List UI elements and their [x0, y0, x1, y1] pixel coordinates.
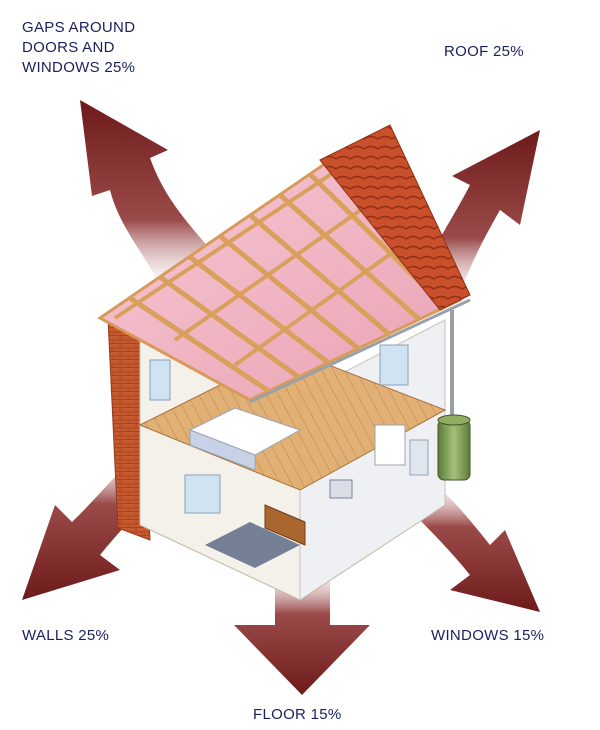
- label-gaps-line-1: GAPS AROUND: [22, 19, 136, 36]
- label-floor: FLOOR 15%: [253, 706, 342, 723]
- label-windows: WINDOWS 15%: [431, 627, 545, 644]
- arrow-floor-icon: [234, 560, 370, 695]
- house-cutaway-illustration: [97, 124, 471, 601]
- label-gaps-around-doors-and-windows: GAPS AROUND DOORS AND WINDOWS 25%: [22, 18, 135, 78]
- label-gaps-line-2: DOORS AND: [22, 39, 115, 56]
- label-walls: WALLS 25%: [22, 627, 110, 644]
- label-roof: ROOF 25%: [444, 43, 524, 60]
- label-gaps-line-3: WINDOWS 25%: [22, 59, 136, 76]
- arrow-gaps-icon: [80, 100, 215, 300]
